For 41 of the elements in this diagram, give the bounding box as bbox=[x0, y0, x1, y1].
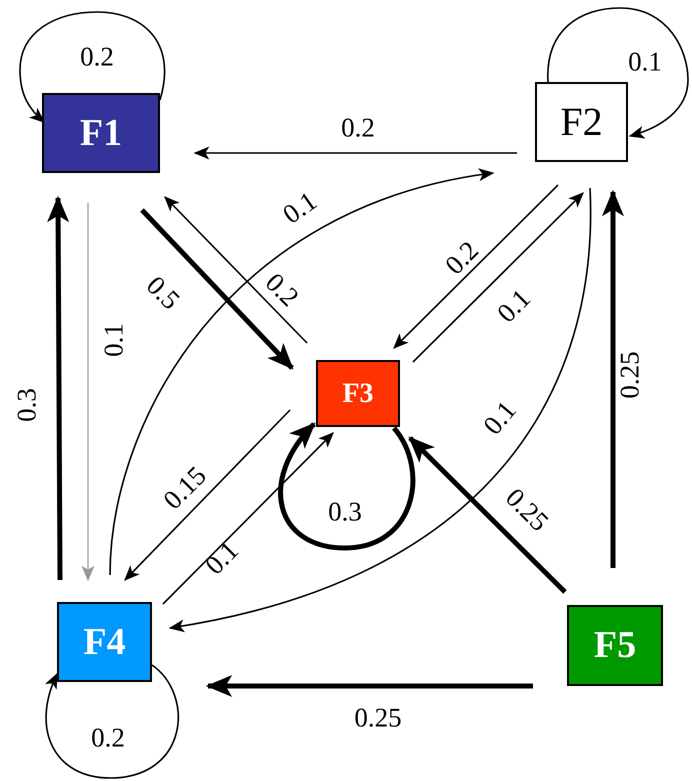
state-box: F3 bbox=[316, 360, 400, 427]
arrow bbox=[45, 664, 179, 779]
edge-label: 0.2 bbox=[80, 44, 114, 70]
arrow bbox=[278, 422, 416, 550]
arrow bbox=[82, 203, 94, 582]
arrow bbox=[194, 146, 517, 160]
edge-label: 0.1 bbox=[200, 536, 244, 580]
state-box: F5 bbox=[567, 605, 663, 686]
edge-label: 0.2 bbox=[440, 236, 484, 280]
state-box: F4 bbox=[57, 602, 152, 682]
arrow bbox=[602, 190, 624, 568]
arrow bbox=[206, 675, 533, 697]
edge-label: 0.3 bbox=[328, 498, 362, 526]
arrow bbox=[47, 196, 70, 580]
edge-label: 0.25 bbox=[354, 704, 402, 732]
arrow bbox=[164, 196, 308, 344]
arrow bbox=[412, 192, 584, 363]
edge-label: 0.25 bbox=[616, 351, 644, 399]
arrow bbox=[162, 432, 334, 605]
arrow bbox=[547, 7, 689, 138]
edge-label: 0.2 bbox=[91, 724, 125, 752]
edge-label: 0.2 bbox=[341, 114, 375, 142]
edge-label: 0.1 bbox=[478, 396, 522, 440]
arrow bbox=[393, 184, 559, 349]
edge-label: 0.5 bbox=[142, 272, 184, 314]
state-box: F1 bbox=[42, 93, 160, 173]
arrow bbox=[124, 409, 291, 581]
arrow bbox=[408, 436, 567, 594]
edge-label: 0.1 bbox=[278, 187, 322, 229]
arrow bbox=[19, 11, 166, 123]
edge-label: 0.1 bbox=[628, 48, 662, 76]
edge-label: 0.25 bbox=[500, 484, 554, 536]
arrow bbox=[140, 208, 294, 370]
state-box: F2 bbox=[535, 82, 628, 162]
edge-label: 0.3 bbox=[14, 388, 40, 422]
edge-label: 0.1 bbox=[492, 284, 536, 328]
edge-label: 0.1 bbox=[100, 323, 128, 357]
edge-label: 0.15 bbox=[158, 462, 212, 514]
arrow bbox=[168, 188, 591, 632]
arrow bbox=[109, 169, 494, 576]
edge-label: 0.2 bbox=[260, 268, 304, 312]
